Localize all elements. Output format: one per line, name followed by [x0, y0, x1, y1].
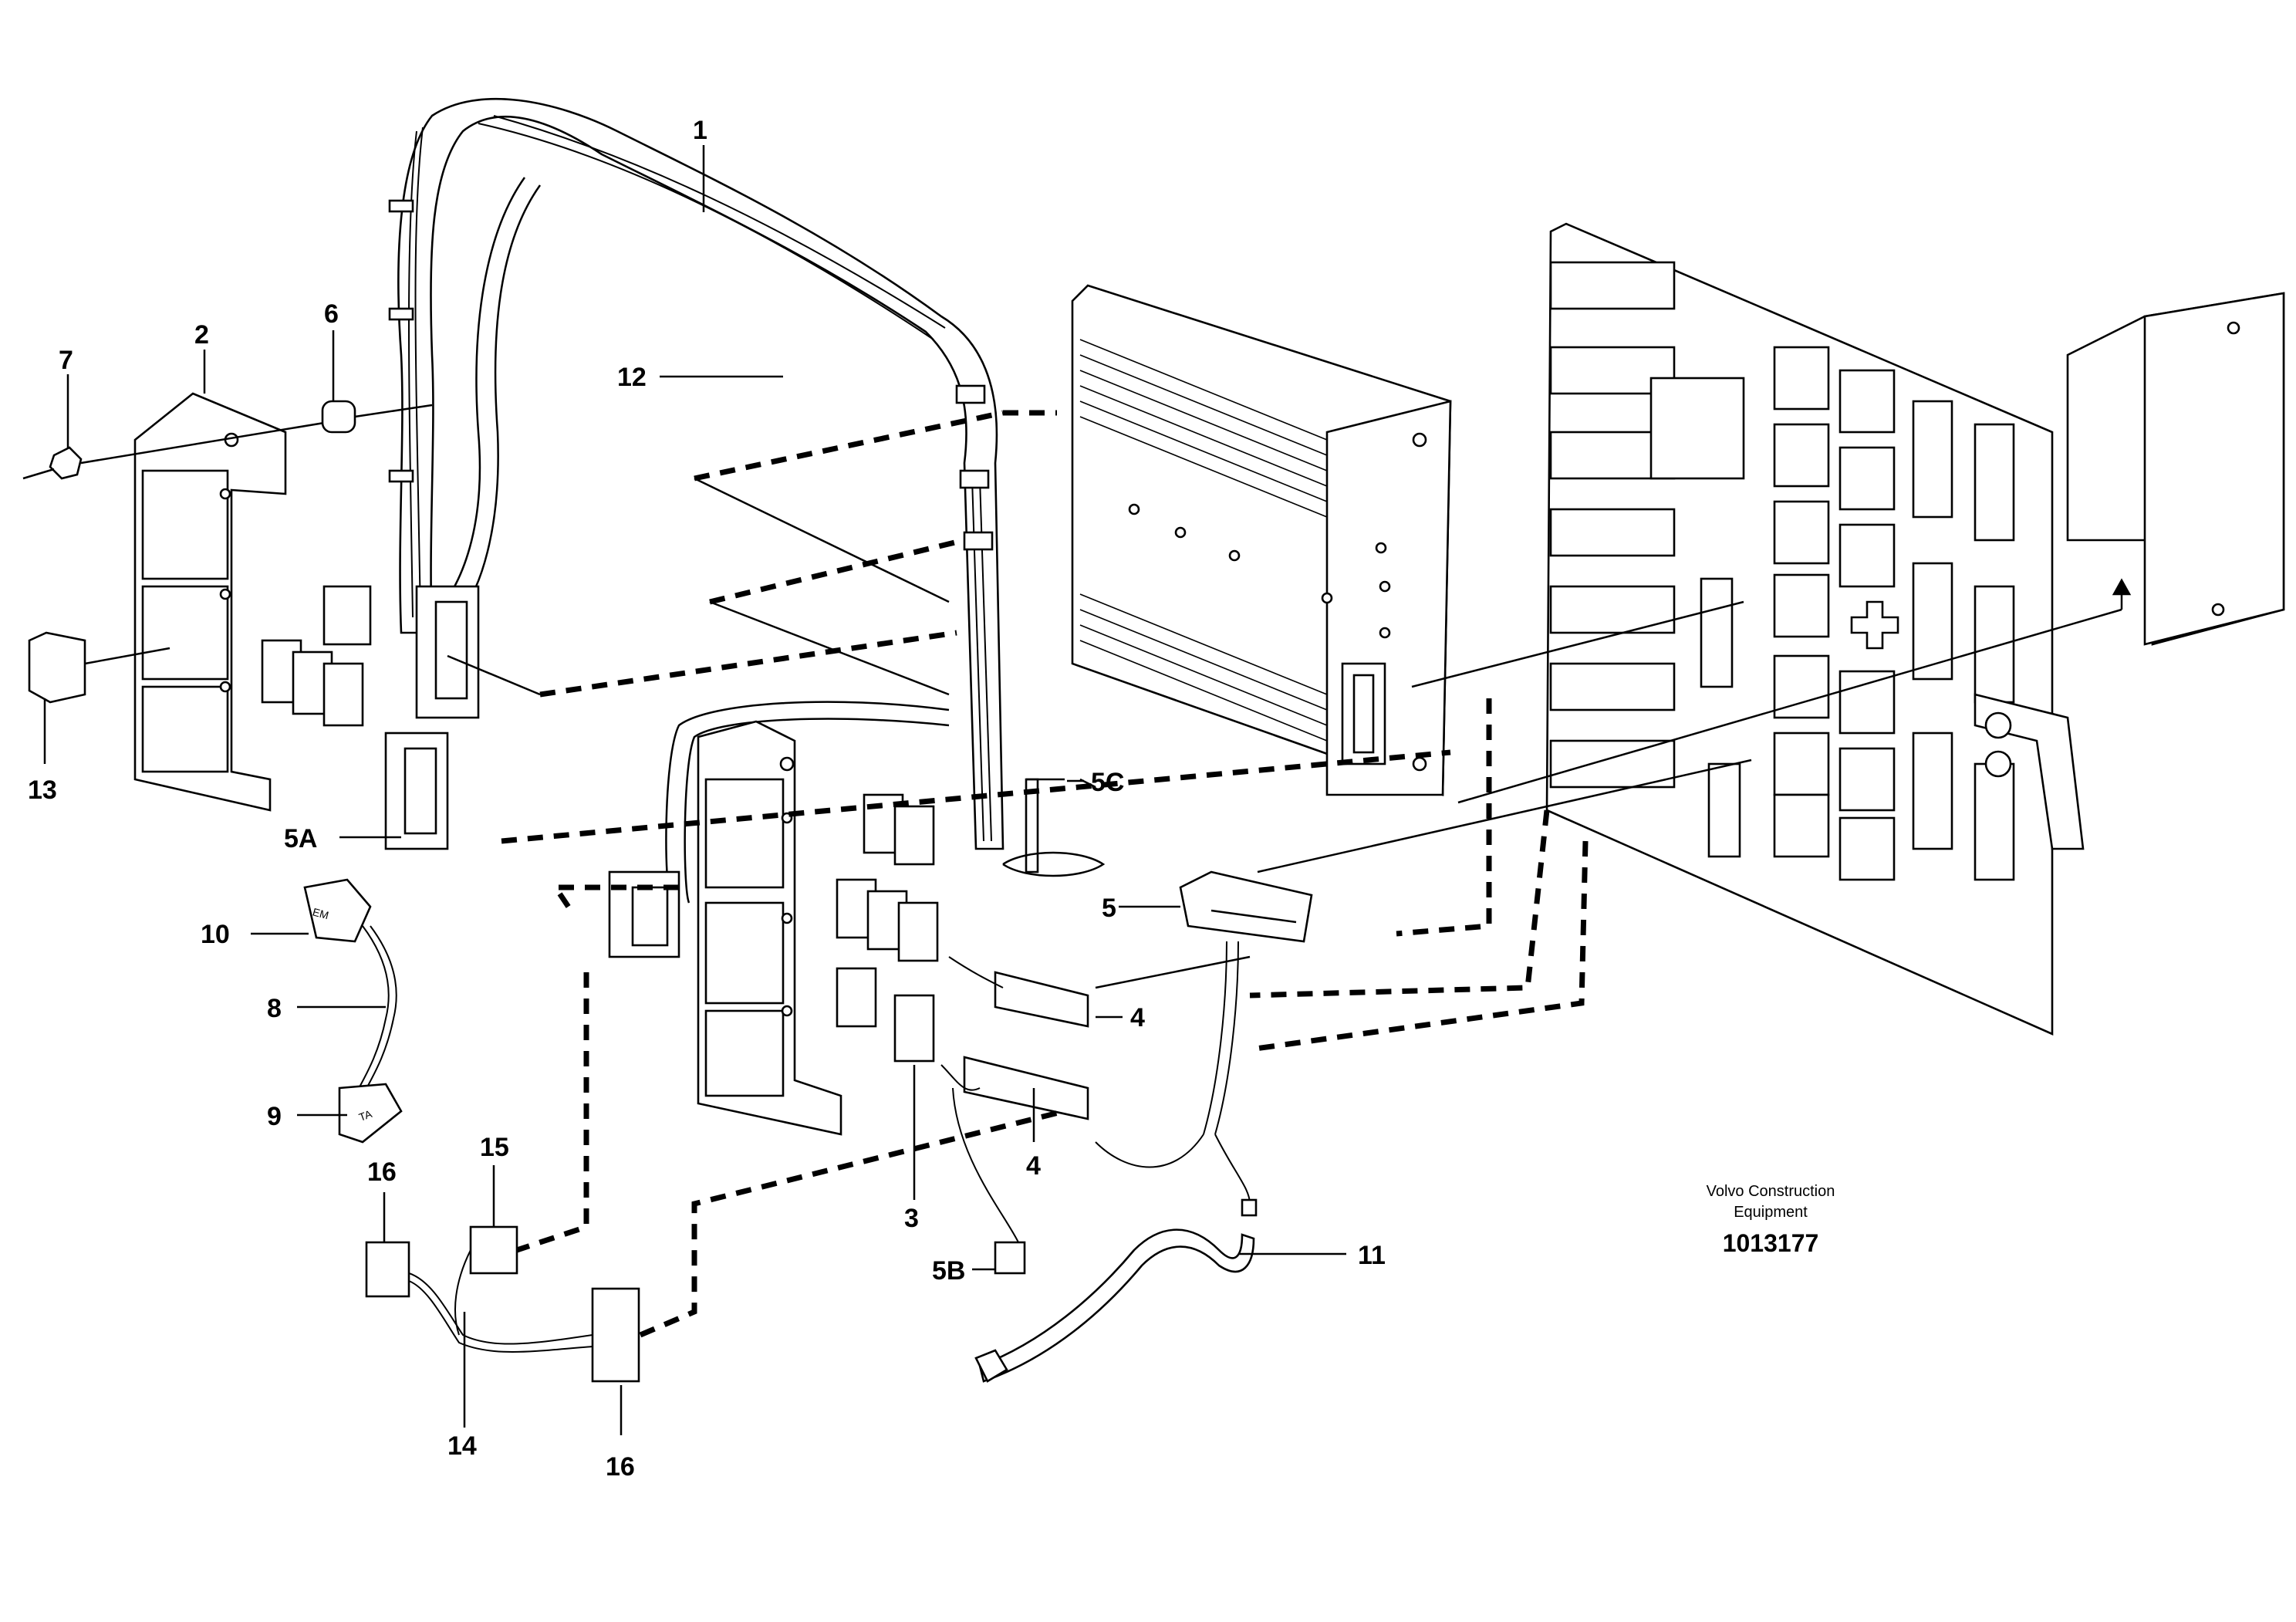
leader-lines: [43, 145, 1346, 1435]
part-number: 1013177: [1723, 1229, 1819, 1257]
callout-5c: 5C: [1091, 768, 1124, 797]
callout-3: 3: [904, 1204, 919, 1233]
callout-16a: 16: [367, 1157, 397, 1187]
callout-2: 2: [194, 320, 209, 350]
mark-ta: TA: [357, 1107, 374, 1124]
brand-block: Volvo Construction Equipment 1013177: [1707, 1183, 1835, 1257]
callout-10: 10: [201, 920, 230, 949]
small-connector-block: [28, 631, 171, 704]
callout-1: 1: [693, 116, 707, 145]
callout-8: 8: [267, 994, 282, 1023]
callout-15: 15: [480, 1133, 509, 1162]
callout-labels: 1 2 3 4 4 5 5A 5B 5C 6 7 8 9 10 11 12 13…: [28, 116, 1386, 1482]
mark-em: EM: [311, 905, 329, 921]
cover-plate: [2066, 292, 2285, 646]
brand-line-1: Volvo Construction: [1707, 1183, 1835, 1200]
spacer: [321, 400, 433, 434]
connector-5: [1095, 870, 1313, 1217]
callout-13: 13: [28, 776, 57, 805]
relay-board: [1545, 222, 2085, 1036]
callout-11: 11: [1358, 1241, 1386, 1270]
callout-4a: 4: [1130, 1003, 1145, 1032]
callout-12: 12: [617, 363, 647, 392]
small-plug-5b: [952, 1087, 1026, 1275]
callout-6: 6: [324, 299, 339, 329]
harness-14: [365, 1225, 640, 1383]
callout-16b: 16: [606, 1452, 635, 1482]
callout-7: 7: [59, 346, 73, 375]
cable-11: [974, 1228, 1255, 1383]
left-bracket: [133, 392, 287, 812]
nut: [22, 421, 325, 480]
callout-5a: 5A: [284, 824, 317, 853]
cable-tie: [1002, 778, 1106, 877]
callout-9: 9: [267, 1102, 282, 1131]
control-unit: [1071, 284, 1452, 796]
wiring-harness: [261, 98, 1004, 904]
brand-line-2: Equipment: [1734, 1204, 1808, 1221]
dashed-connections: [447, 410, 2122, 1338]
center-connectors: [836, 793, 1089, 1120]
harness-8: EM TA: [303, 878, 403, 1144]
callout-4b: 4: [1026, 1151, 1041, 1181]
center-bracket: [608, 720, 842, 1136]
callout-5: 5: [1102, 894, 1116, 923]
callout-5b: 5B: [932, 1256, 965, 1286]
callout-14: 14: [447, 1431, 477, 1461]
